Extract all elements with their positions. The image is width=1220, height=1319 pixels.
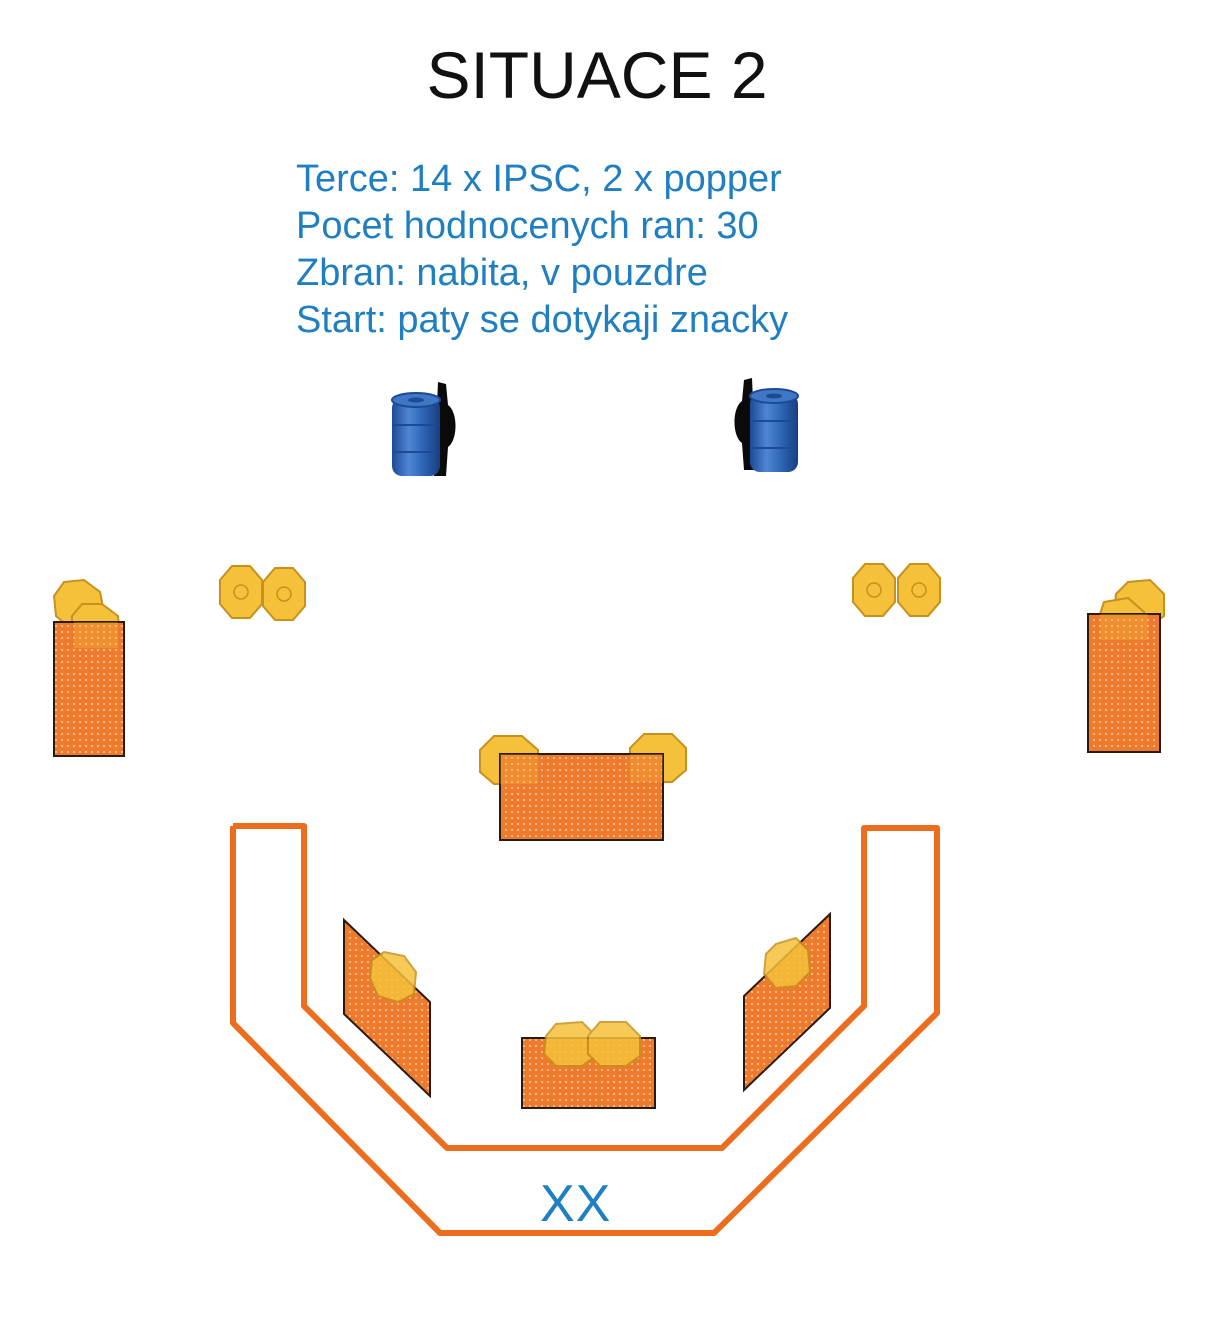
barrel-icon bbox=[749, 388, 799, 472]
wall-center bbox=[479, 733, 687, 841]
fault-line bbox=[230, 823, 940, 1236]
start-position-mark: XX bbox=[540, 1175, 612, 1233]
ipsc-target-icon bbox=[542, 1020, 597, 1067]
fault-line-outer bbox=[230, 823, 940, 1236]
wall-angled-right bbox=[743, 911, 831, 1093]
info-line-rounds: Pocet hodnocenych ran: 30 bbox=[296, 205, 759, 247]
ipsc-target-pair-left bbox=[219, 565, 306, 621]
ipsc-target-icon bbox=[897, 563, 941, 617]
popper-right bbox=[734, 378, 799, 472]
wall-bottom-center bbox=[521, 1020, 656, 1109]
info-line-gun: Zbran: nabita, v pouzdre bbox=[296, 252, 708, 294]
stage-title: SITUACE 2 bbox=[426, 38, 768, 112]
ipsc-target-pair-right bbox=[852, 563, 941, 617]
wall-angled-left bbox=[343, 917, 431, 1099]
info-line-targets: Terce: 14 x IPSC, 2 x popper bbox=[296, 158, 782, 200]
barrel-icon bbox=[391, 392, 441, 476]
stage-info: Terce: 14 x IPSC, 2 x popper Pocet hodno… bbox=[296, 156, 788, 344]
popper-left bbox=[391, 382, 456, 476]
wall-icon bbox=[53, 621, 125, 757]
wall-icon bbox=[499, 753, 664, 841]
ipsc-target-icon bbox=[762, 936, 812, 990]
ipsc-target-icon bbox=[219, 565, 263, 619]
wall-icon bbox=[343, 917, 431, 1099]
wall-right-side bbox=[1087, 578, 1165, 753]
wall-left-side bbox=[52, 578, 125, 757]
ipsc-target-icon bbox=[368, 950, 418, 1004]
ipsc-target-icon bbox=[852, 563, 896, 617]
ipsc-target-icon bbox=[262, 567, 306, 621]
ipsc-target-icon bbox=[587, 1021, 641, 1067]
info-line-start: Start: paty se dotykaji znacky bbox=[296, 299, 789, 341]
wall-icon bbox=[1087, 613, 1161, 753]
